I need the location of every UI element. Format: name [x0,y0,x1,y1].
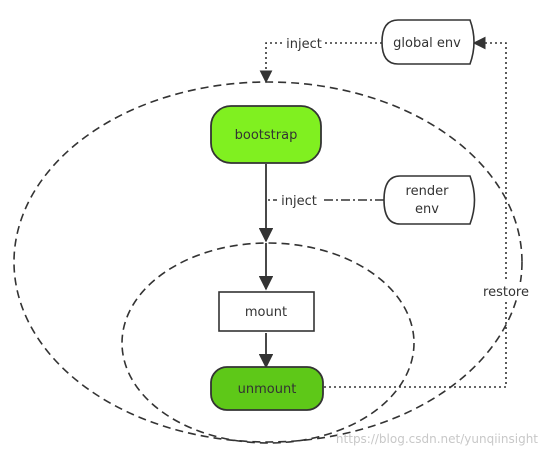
edge-label-bg [284,34,324,52]
edge-label-inject-global: inject [286,37,322,52]
node-bootstrap [210,105,322,164]
node-render-env-label-2: env [415,202,439,217]
edge-label-bg [277,191,321,209]
edge-label-restore: restore [483,285,529,300]
node-mount-label: mount [245,305,287,320]
node-bootstrap-label: bootstrap [235,128,298,143]
node-global-env [381,19,475,65]
edge-label-inject-render: inject [281,194,317,209]
node-unmount [210,366,324,411]
node-render-env [383,175,476,225]
node-mount [218,291,315,332]
node-global-env-label: global env [393,36,461,51]
inner-lifecycle-ellipse [121,242,415,444]
watermark: https://blog.csdn.net/yunqiinsight [336,432,538,446]
edge-label-bg [479,282,535,300]
node-render-env-label-1: render [406,184,450,199]
edge-restore [324,36,507,388]
node-unmount-label: unmount [238,382,297,397]
edge-inject-global [259,42,382,84]
